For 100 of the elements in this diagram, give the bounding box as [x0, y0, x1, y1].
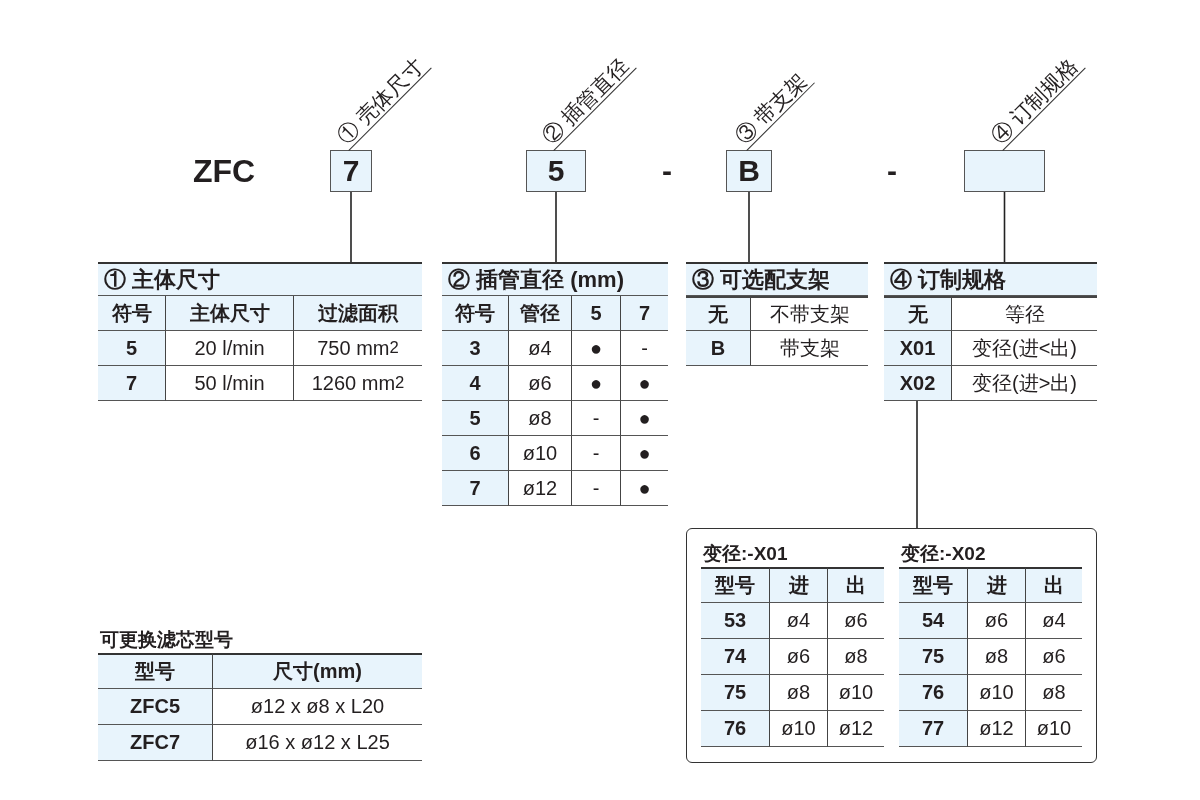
code-box: 5 — [526, 150, 586, 192]
table-cell: X02 — [884, 366, 951, 401]
table-cell: 变径(进<出) — [951, 331, 1097, 366]
table-cell: ø6 — [827, 603, 884, 639]
table-cell: 76 — [899, 675, 967, 711]
table-cell: B — [686, 331, 750, 366]
column-header: 7 — [620, 296, 668, 331]
table-cell: ø6 — [508, 366, 571, 401]
code-box — [964, 150, 1045, 192]
table-cell: ZFC5 — [98, 689, 212, 725]
table-cell: 无 — [884, 296, 951, 331]
spec-table — [98, 627, 422, 761]
connector-line — [916, 400, 918, 529]
table-cell: ø10 — [508, 436, 571, 471]
table-cell: ● — [620, 401, 668, 436]
table-cell: ø8 — [769, 675, 827, 711]
column-header: 管径 — [508, 296, 571, 331]
table-cell: ● — [620, 366, 668, 401]
table-cell: 3 — [442, 331, 508, 366]
table-cell: 4 — [442, 366, 508, 401]
table-cell: 77 — [899, 711, 967, 747]
table-cell: ø8 — [1025, 675, 1082, 711]
table-cell: ● — [620, 436, 668, 471]
slanted-label: ③ 带支架 — [729, 65, 815, 151]
column-header: 主体尺寸 — [165, 296, 293, 331]
spec-table — [899, 541, 1082, 747]
slanted-label: ② 插管直径 — [536, 50, 637, 151]
table-cell: X01 — [884, 331, 951, 366]
column-header: 符号 — [98, 296, 165, 331]
table-cell: ø4 — [769, 603, 827, 639]
column-header: 型号 — [899, 567, 967, 603]
table-cell: ● — [571, 331, 620, 366]
table-heading: 变径:-X01 — [703, 542, 788, 566]
table-cell: ø10 — [967, 675, 1025, 711]
table-cell: ø8 — [508, 401, 571, 436]
connector-line — [1003, 191, 1006, 263]
table-title: ② 插管直径 (mm) — [442, 262, 668, 296]
table-cell: ø12 — [967, 711, 1025, 747]
column-header: 进 — [967, 567, 1025, 603]
table-cell: 带支架 — [750, 331, 868, 366]
column-header: 5 — [571, 296, 620, 331]
table-cell: 74 — [701, 639, 769, 675]
table-cell: 变径(进>出) — [951, 366, 1097, 401]
table-cell: 75 — [701, 675, 769, 711]
table-cell: ø12 — [827, 711, 884, 747]
table-cell: ø8 — [827, 639, 884, 675]
table-cell: ø6 — [967, 603, 1025, 639]
spec-table — [701, 541, 884, 747]
table-cell: ● — [571, 366, 620, 401]
spec-table — [442, 262, 668, 506]
connector-line — [350, 191, 352, 263]
column-header: 出 — [827, 567, 884, 603]
table-cell: ø4 — [1025, 603, 1082, 639]
column-header: 型号 — [701, 567, 769, 603]
table-cell: 不带支架 — [750, 296, 868, 331]
table-cell: 54 — [899, 603, 967, 639]
column-header: 型号 — [98, 653, 212, 689]
table-cell: - — [571, 436, 620, 471]
table-cell: - — [620, 331, 668, 366]
rounded-panel — [686, 528, 1097, 763]
table-cell: ø8 — [967, 639, 1025, 675]
table-cell: 5 — [98, 331, 165, 366]
table-heading: 可更换滤芯型号 — [100, 628, 233, 652]
connector-line — [748, 191, 750, 263]
table-title: ③ 可选配支架 — [686, 262, 868, 296]
table-cell: ø10 — [1025, 711, 1082, 747]
separator-dash: - — [887, 153, 897, 189]
table-cell: 无 — [686, 296, 750, 331]
table-cell: - — [571, 401, 620, 436]
table-cell: ZFC7 — [98, 725, 212, 761]
table-cell: 6 — [442, 436, 508, 471]
table-cell: ø10 — [769, 711, 827, 747]
table-cell: ø12 — [508, 471, 571, 506]
table-cell: ø16 x ø12 x L25 — [212, 725, 422, 761]
spec-table — [686, 262, 868, 366]
table-cell: 53 — [701, 603, 769, 639]
table-title: ④ 订制规格 — [884, 262, 1097, 296]
table-cell: 50 l/min — [165, 366, 293, 401]
table-cell: ø6 — [769, 639, 827, 675]
spec-table — [98, 262, 422, 401]
table-cell: 7 — [442, 471, 508, 506]
table-cell: 76 — [701, 711, 769, 747]
separator-dash: - — [662, 153, 672, 189]
table-cell: ø6 — [1025, 639, 1082, 675]
table-cell: ø4 — [508, 331, 571, 366]
column-header: 出 — [1025, 567, 1082, 603]
table-cell: 7 — [98, 366, 165, 401]
table-title: ① 主体尺寸 — [98, 262, 422, 296]
table-cell: 等径 — [951, 296, 1097, 331]
table-cell: ø12 x ø8 x L20 — [212, 689, 422, 725]
code-box: 7 — [330, 150, 372, 192]
spec-table — [884, 262, 1097, 401]
table-cell: 75 — [899, 639, 967, 675]
column-header: 过滤面积 — [293, 296, 422, 331]
table-cell: ø10 — [827, 675, 884, 711]
table-cell: - — [571, 471, 620, 506]
connector-line — [555, 191, 557, 263]
column-header: 尺寸(mm) — [212, 653, 422, 689]
column-header: 进 — [769, 567, 827, 603]
column-header: 符号 — [442, 296, 508, 331]
